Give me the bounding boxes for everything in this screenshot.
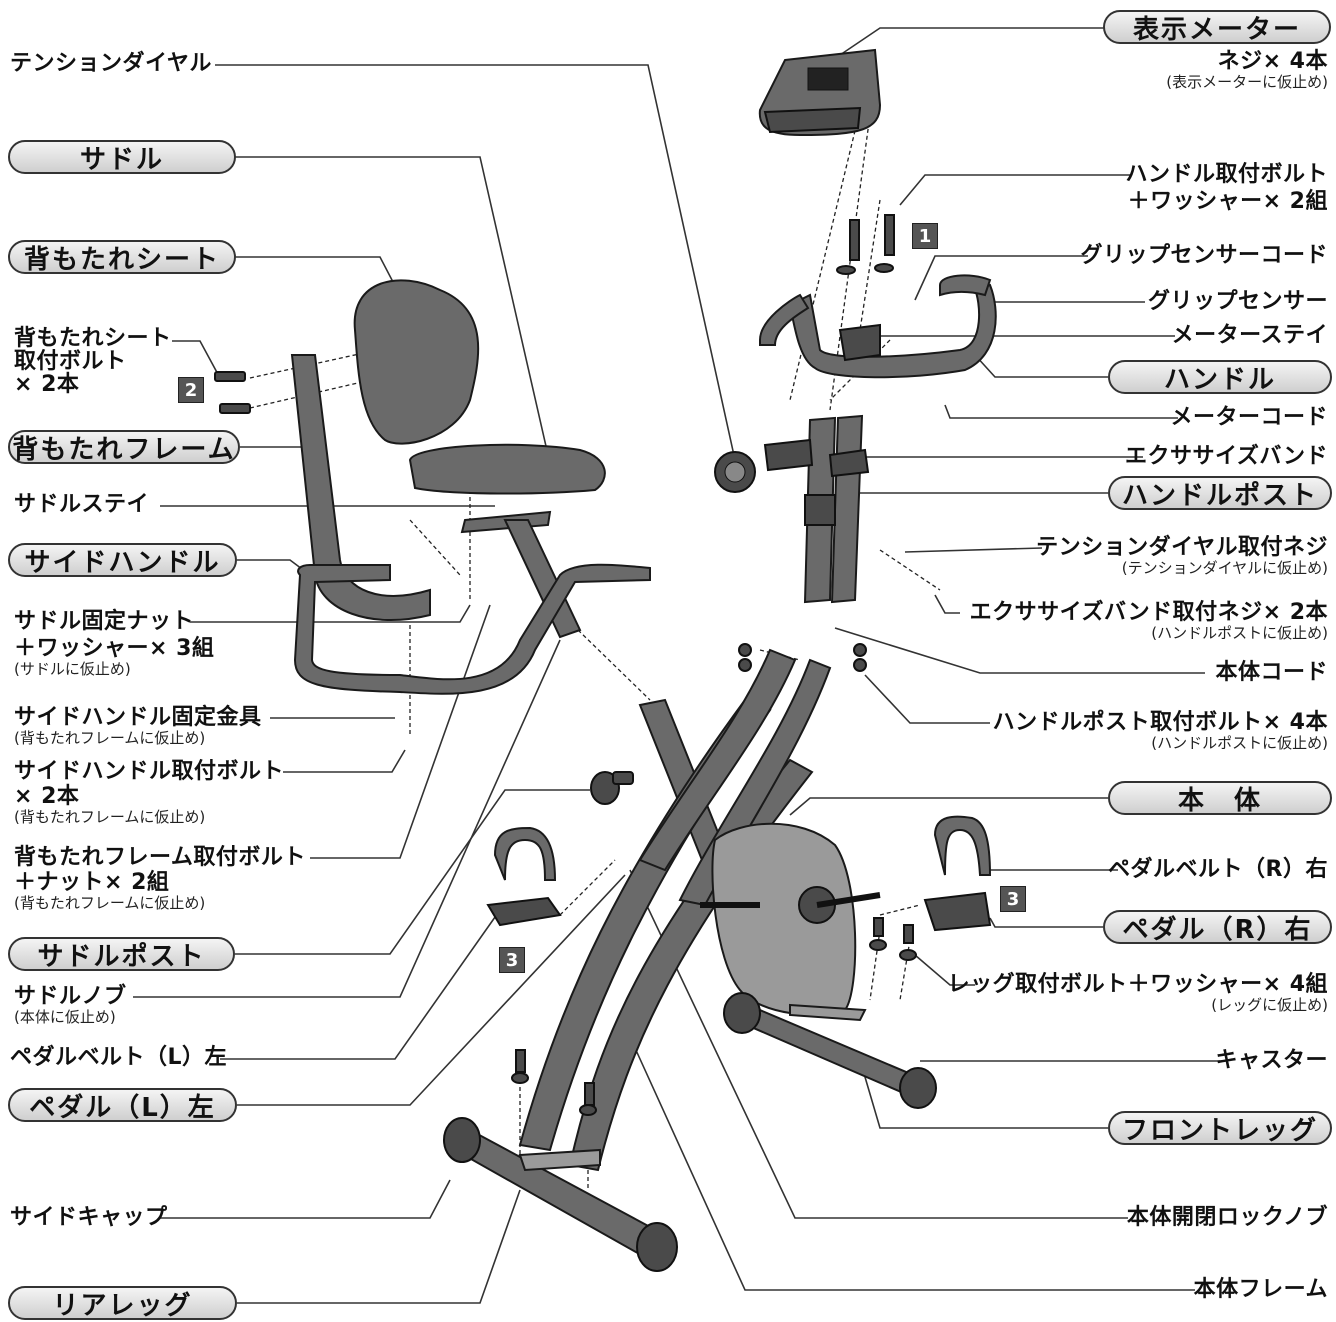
label-post-bolt: ハンドルポスト取付ボルト× 4本 (ハンドルポストに仮止め) <box>992 710 1328 753</box>
pill-handle-post: ハンドルポスト <box>1108 476 1332 511</box>
label-tension-dial: テンションダイヤル <box>10 51 212 76</box>
pill-pedal-l: ペダル（L）左 <box>8 1088 237 1123</box>
label-saddle-stay: サドルステイ <box>14 492 150 517</box>
label-body-frame: 本体フレーム <box>1193 1277 1328 1302</box>
saddle-knob <box>590 771 634 805</box>
label-grip-cord: グリップセンサーコード <box>1080 243 1328 268</box>
step-badge-1: 1 <box>912 223 938 249</box>
backrest-bolts <box>214 371 251 414</box>
meter-stay <box>838 323 881 362</box>
leader-lines <box>133 27 1220 1304</box>
label-side-handle-bolt: サイドハンドル取付ボルト × 2本 (背もたれフレームに仮止め) <box>14 759 285 827</box>
pill-pedal-r: ペダル（R）右 <box>1103 910 1332 945</box>
assembly-dashed-lines <box>249 109 941 1190</box>
label-exercise-band: エクササイズバンド <box>1125 444 1328 469</box>
rear-leg <box>443 1117 678 1272</box>
label-grip-sensor: グリップセンサー <box>1147 289 1328 314</box>
pill-saddle: サドル <box>8 140 236 175</box>
pedal-r <box>923 815 992 932</box>
step-badge-2: 2 <box>178 377 204 403</box>
label-meter-screws: ネジ× 4本 (表示メーターに仮止め) <box>1166 49 1328 92</box>
backrest-seat <box>353 279 480 445</box>
label-side-cap: サイドキャップ <box>10 1205 168 1230</box>
tension-dial <box>714 451 756 493</box>
pill-handle: ハンドル <box>1108 360 1332 395</box>
pill-backrest-seat: 背もたれシート <box>8 240 236 275</box>
label-saddle-knob: サドルノブ (本体に仮止め) <box>14 984 127 1027</box>
saddle-stay <box>460 510 582 639</box>
pill-side-handle: サイドハンドル <box>8 543 237 578</box>
exercise-band <box>763 438 870 478</box>
pill-saddle-post: サドルポスト <box>8 937 235 972</box>
saddle <box>408 443 606 495</box>
label-body-cord: 本体コード <box>1215 660 1328 685</box>
label-side-handle-bracket: サイドハンドル固定金具 (背もたれフレームに仮止め) <box>14 705 262 748</box>
label-meter-stay: メーターステイ <box>1171 323 1328 348</box>
rear-leg-bolts <box>511 1049 597 1116</box>
pill-rear-leg: リアレッグ <box>8 1286 237 1321</box>
handle-bolts <box>836 214 895 275</box>
side-handle <box>293 563 651 695</box>
handle <box>759 274 997 379</box>
flywheel-cover <box>700 822 881 1016</box>
post-bolts <box>738 643 867 672</box>
label-handle-bolt: ハンドル取付ボルト ＋ワッシャー× 2組 <box>1125 162 1328 215</box>
pill-body: 本 体 <box>1108 781 1332 816</box>
step-badge-3-left: 3 <box>499 947 525 973</box>
meter-display <box>758 48 882 137</box>
label-tension-screw: テンションダイヤル取付ネジ (テンションダイヤルに仮止め) <box>1036 535 1328 578</box>
pill-front-leg: フロントレッグ <box>1108 1111 1332 1146</box>
label-meter-cord: メーターコード <box>1170 405 1328 430</box>
front-leg <box>723 992 937 1109</box>
step-badge-3-right: 3 <box>1000 886 1026 912</box>
handle-post <box>803 414 864 604</box>
label-backrest-bolt: 背もたれシート 取付ボルト × 2本 <box>14 326 172 398</box>
label-caster: キャスター <box>1215 1048 1328 1073</box>
label-pedal-belt-r: ペダルベルト（R）右 <box>1108 857 1328 882</box>
label-band-screw: エクササイズバンド取付ネジ× 2本 (ハンドルポストに仮止め) <box>969 600 1328 643</box>
label-saddle-nut: サドル固定ナット ＋ワッシャー× 3組 (サドルに仮止め) <box>14 609 215 679</box>
leg-bolts-front <box>869 917 917 961</box>
pedal-l <box>486 826 562 927</box>
label-pedal-belt-l: ペダルベルト（L）左 <box>10 1045 228 1070</box>
label-lock-knob: 本体開閉ロックノブ <box>1126 1205 1328 1230</box>
pill-backrest-frame: 背もたれフレーム <box>8 430 240 465</box>
pill-meter: 表示メーター <box>1103 10 1331 45</box>
label-frame-bolt: 背もたれフレーム取付ボルト ＋ナット× 2組 (背もたれフレームに仮止め) <box>14 845 306 913</box>
label-leg-bolt: レッグ取付ボルト＋ワッシャー× 4組 (レッグに仮止め) <box>947 972 1328 1015</box>
